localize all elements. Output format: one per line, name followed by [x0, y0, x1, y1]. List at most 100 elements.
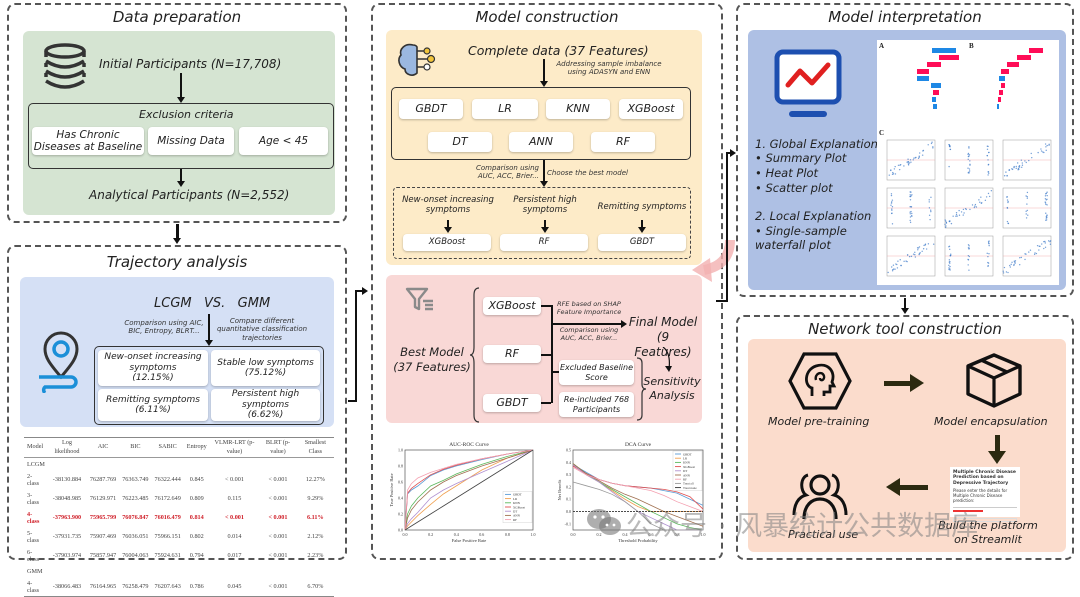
scatter-point — [979, 201, 981, 203]
scatter-point — [948, 264, 950, 267]
streamlit-screenshot: Multiple Chronic Disease Prediction base… — [950, 467, 1020, 522]
table-cell: < 0.001 — [224, 514, 244, 522]
scatter-point — [1018, 165, 1020, 168]
scatter-point — [1002, 272, 1005, 274]
table-cell: 76076.847 — [122, 514, 149, 522]
legend-label: LR — [683, 457, 688, 461]
scatter-point — [986, 148, 989, 150]
scatter-point — [909, 194, 911, 196]
scatter-point — [1044, 202, 1047, 204]
scatter-point — [967, 167, 969, 169]
scatter-point — [912, 253, 915, 255]
scatter-point — [949, 262, 951, 264]
package-box-icon — [966, 353, 1022, 408]
scatter-point — [1020, 159, 1023, 161]
scatter-point — [1045, 203, 1047, 206]
class-label: Remitting symptoms — [597, 202, 687, 212]
scatter-point — [987, 192, 990, 195]
scatter-point — [1013, 166, 1015, 169]
scatter-point — [944, 219, 946, 221]
series-line — [404, 449, 534, 531]
scatter-point — [1026, 195, 1028, 198]
imbalance-note: Addressing sample imbalance using ADASYN… — [556, 60, 662, 77]
scatter-point — [1006, 174, 1008, 177]
model-interpretation-title: Model interpretation — [828, 8, 982, 26]
legend-label: KNN — [683, 461, 691, 465]
best-per-class-box — [393, 187, 691, 259]
scatter-point — [987, 262, 990, 264]
global-item: • Summary Plot — [755, 151, 847, 165]
scatter-point — [891, 209, 893, 211]
class-name: New-onset increasing symptoms — [104, 352, 202, 373]
class-name: Persistent high symptoms — [231, 389, 300, 410]
global-item-label: Summary Plot — [765, 151, 847, 165]
scatter-point — [891, 199, 894, 201]
scatter-point — [928, 207, 931, 209]
scatter-point — [1038, 245, 1040, 247]
scatter-point — [1040, 150, 1043, 152]
scatter-point — [955, 213, 958, 216]
scatter-point — [969, 164, 971, 166]
table-cell: 0.794 — [189, 552, 204, 560]
table-cell: 0.845 — [189, 476, 204, 484]
y-tick-label: 0.0 — [398, 528, 403, 533]
monitor-chart-icon — [774, 49, 842, 117]
scatter-point — [1016, 162, 1019, 164]
table-cell: 12.27% — [305, 476, 325, 484]
plot-frame — [572, 449, 704, 531]
scatter-point — [948, 261, 951, 263]
y-tick-label: 0.2 — [566, 484, 571, 489]
scatter-point — [892, 171, 894, 174]
table-cell: < 0.001 — [225, 476, 244, 484]
y-tick-label: 0.1 — [566, 497, 571, 502]
class-pct: (12.15%) — [132, 373, 174, 384]
scatter-point — [968, 255, 971, 258]
waterfall-bar — [939, 55, 959, 60]
series-line — [404, 449, 534, 531]
scatter-point — [1047, 240, 1050, 242]
chart-title: AUC-ROC Curve — [449, 442, 489, 448]
scatter-point — [892, 264, 895, 266]
scatter-point — [894, 268, 896, 270]
scatter-point — [1030, 152, 1032, 155]
scatter-point — [927, 243, 930, 245]
scatter-point — [912, 159, 914, 161]
data-preparation-title: Data preparation — [112, 8, 242, 26]
scatter-point — [950, 222, 953, 225]
pink-curve-arrow — [692, 240, 735, 282]
scatter-point — [988, 151, 990, 154]
criterion-age: Age < 45 — [239, 127, 328, 155]
brain-circuit-icon — [398, 43, 436, 76]
y-tick-label: 0.5 — [566, 448, 571, 453]
local-item-label: Single-sample waterfall plot — [755, 224, 847, 253]
chart-title: DCA Curve — [625, 442, 652, 448]
table-cell: 75907.469 — [89, 533, 117, 541]
legend-label: RF — [513, 518, 517, 522]
table-cell: -38066.483 — [52, 583, 82, 591]
scatter-point — [1020, 256, 1023, 259]
scatter-point — [921, 154, 924, 156]
scatter-point — [907, 158, 909, 160]
scatter-point — [1024, 253, 1026, 255]
scatter-point — [958, 209, 960, 212]
scatter-point — [1028, 159, 1030, 162]
location-pin-icon — [39, 331, 79, 393]
scatter-point — [890, 194, 893, 197]
waterfall-bar — [932, 48, 956, 53]
scatter-point — [910, 191, 912, 193]
scatter-point — [1045, 212, 1047, 214]
x-tick-label: 1.0 — [531, 532, 536, 537]
scatter-point — [1026, 191, 1029, 194]
scatter-point — [911, 215, 913, 217]
x-tick-label: 0.2 — [428, 532, 433, 537]
scatter-point — [955, 212, 958, 214]
scatter-point — [1046, 194, 1048, 197]
legend-label: Treat none — [683, 486, 697, 490]
x-tick-label: 0.0 — [571, 532, 576, 537]
scatter-point — [1021, 164, 1024, 166]
y-tick-label: 0.2 — [398, 512, 403, 517]
final-to-sensitivity-arrow — [662, 347, 672, 372]
scatter-point — [973, 206, 976, 209]
scatter-point — [1024, 160, 1026, 162]
